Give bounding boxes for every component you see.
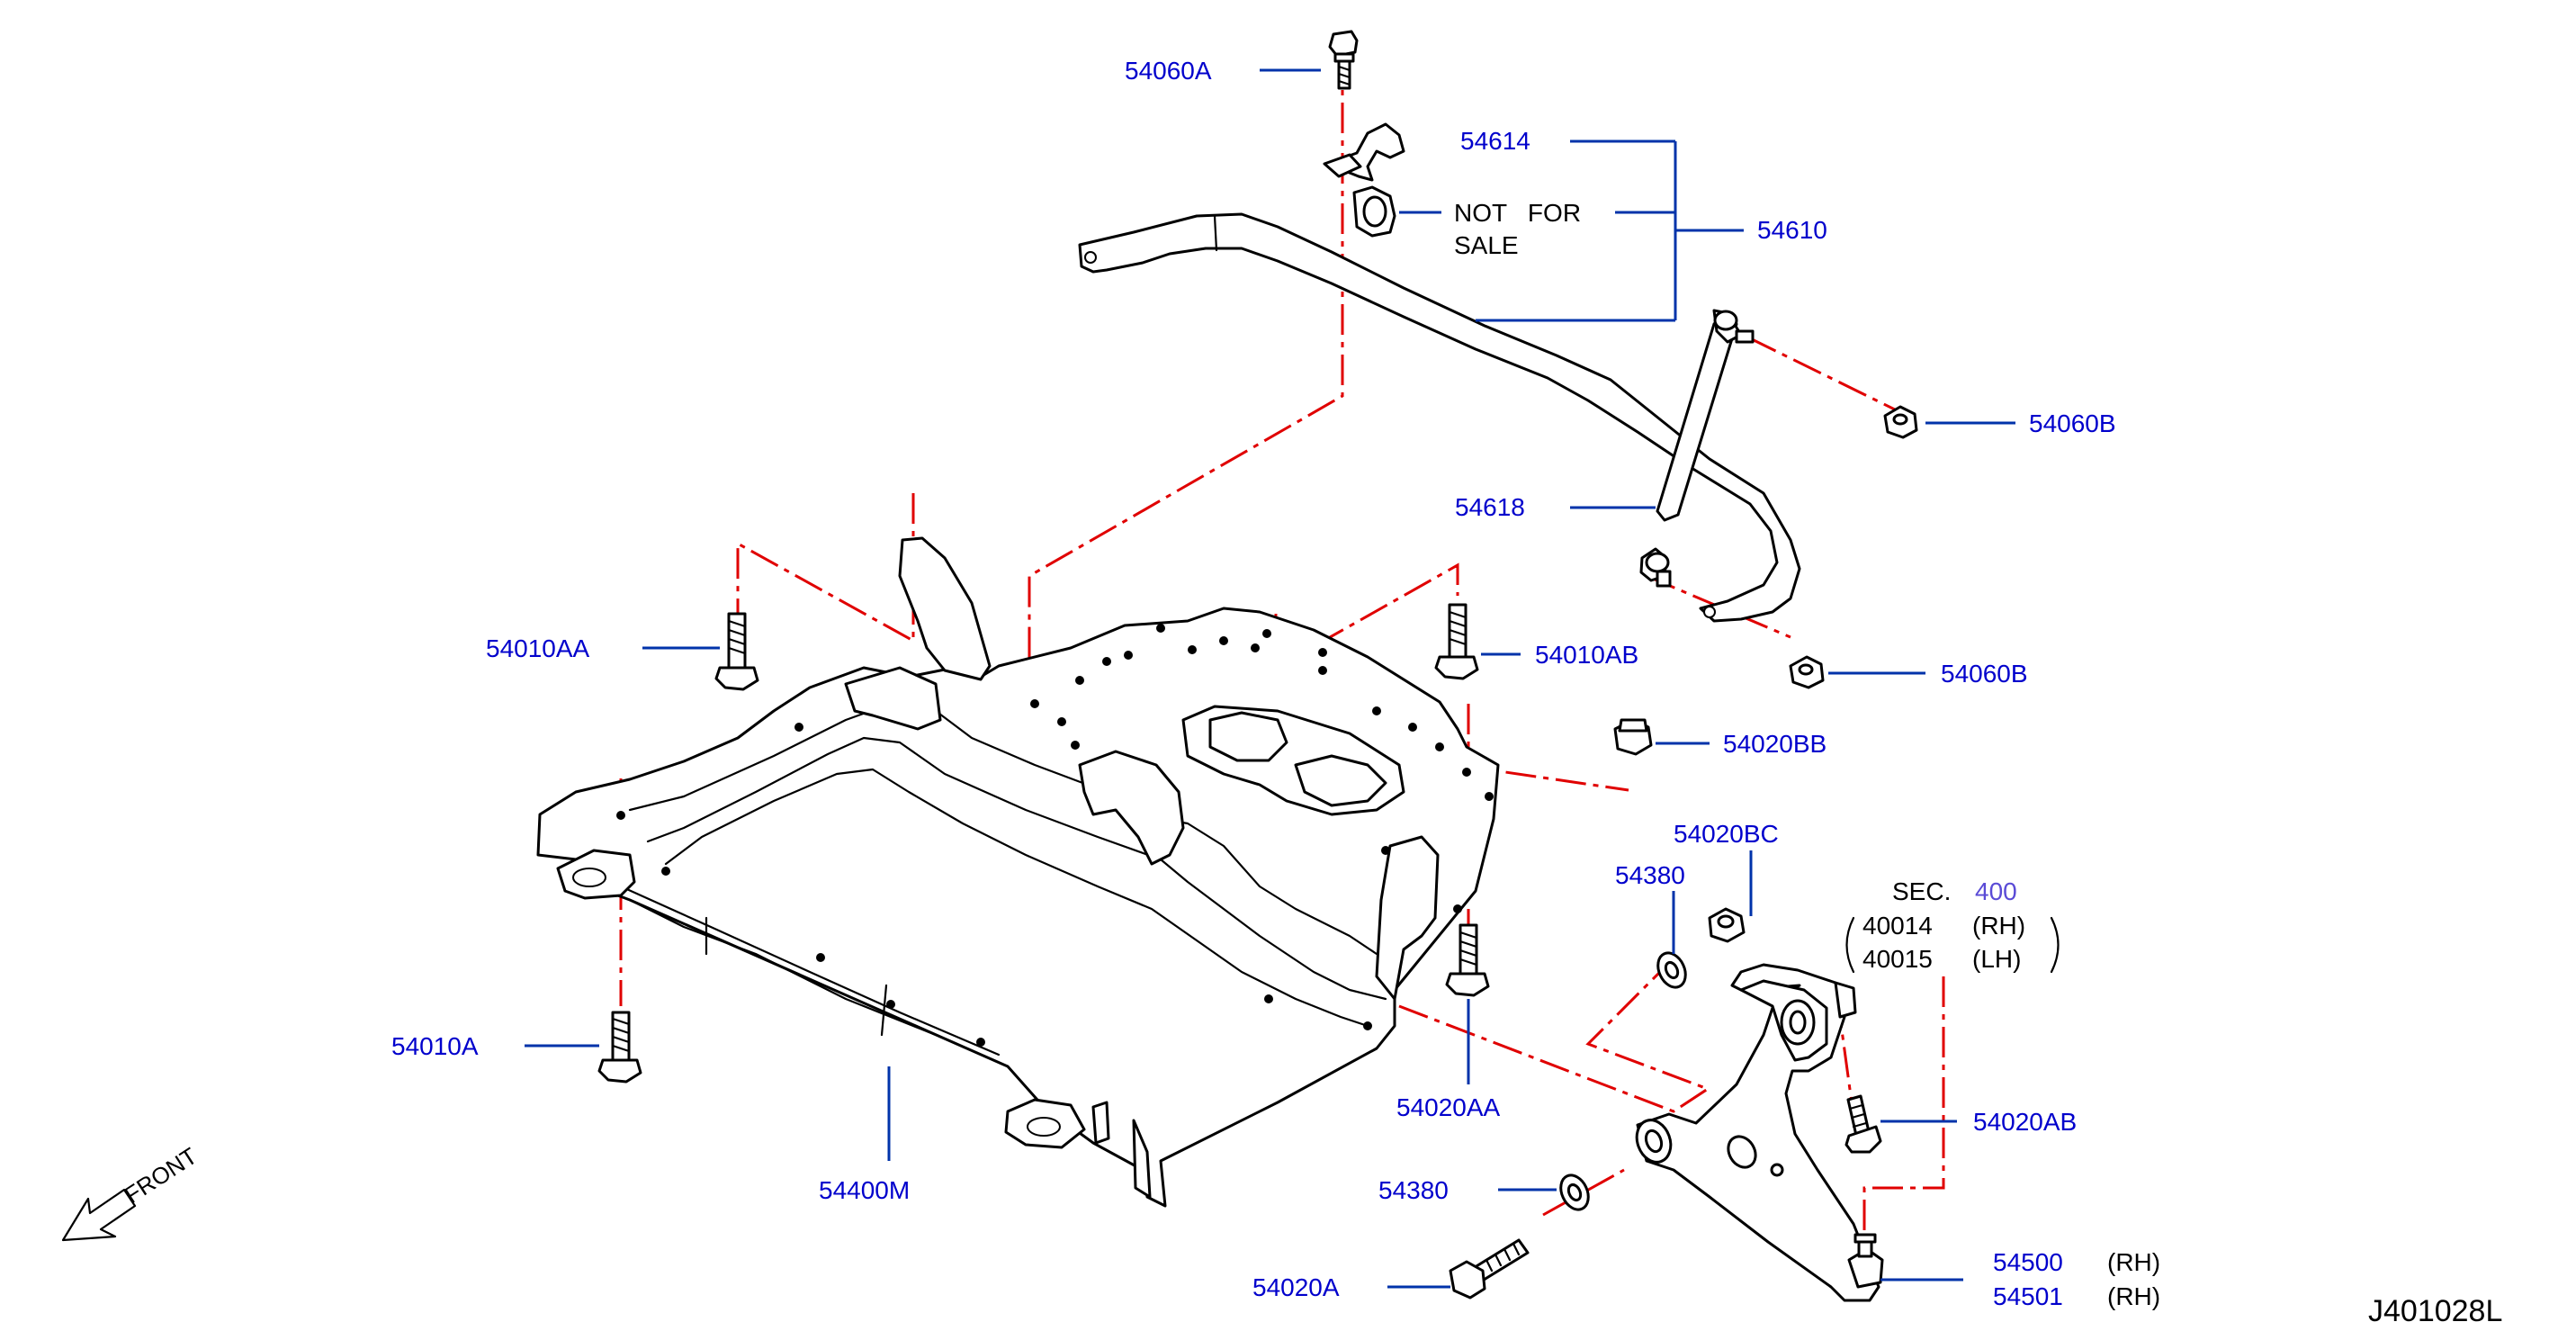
label-54020aa[interactable]: 54020AA [1396, 1093, 1501, 1121]
sec-item-1-side: (RH) [1972, 912, 2025, 940]
sec-item-2-side: (LH) [1972, 945, 2021, 973]
front-arrow-icon [61, 1188, 137, 1242]
note-line-1: NOT FOR [1454, 199, 1581, 227]
nut-54020bb[interactable] [1613, 718, 1653, 756]
not-for-sale-note: NOT FOR SALE [1454, 199, 1581, 259]
label-54501[interactable]: 54501 [1993, 1282, 2063, 1310]
label-54618[interactable]: 54618 [1455, 493, 1525, 521]
front-label: FRONT [120, 1142, 202, 1209]
bolt-54020ab[interactable] [1844, 1094, 1882, 1154]
sec-item-2-part: 40015 [1862, 945, 1933, 973]
label-54610[interactable]: 54610 [1757, 216, 1827, 244]
stabilizer-bar[interactable] [1078, 212, 1801, 623]
washer-54380-lower[interactable] [1556, 1171, 1593, 1214]
label-54020ab[interactable]: 54020AB [1973, 1108, 2077, 1136]
nut-54060b-lower[interactable] [1789, 655, 1825, 689]
drawing-id: J401028L [2368, 1294, 2502, 1328]
label-54500[interactable]: 54500 [1993, 1248, 2063, 1276]
nut-54060b-upper[interactable] [1883, 405, 1918, 439]
label-54400m[interactable]: 54400M [819, 1176, 910, 1204]
washer-54380-upper[interactable] [1653, 949, 1691, 992]
nut-54020bc[interactable] [1708, 907, 1746, 943]
stabilizer-bushing[interactable] [1352, 185, 1396, 238]
label-54500-side: (RH) [2107, 1248, 2160, 1276]
leader-lines [525, 68, 2015, 1289]
label-54010a[interactable]: 54010A [391, 1032, 479, 1060]
sec-bracket-left [1845, 916, 1855, 974]
bolt-54020aa[interactable] [1445, 923, 1490, 997]
label-54060b-lower[interactable]: 54060B [1941, 660, 2028, 688]
label-54010aa[interactable]: 54010AA [486, 634, 590, 662]
sec-item-1-part: 40014 [1862, 912, 1933, 940]
transverse-link[interactable] [1631, 963, 1884, 1302]
bolt-54010ab[interactable] [1434, 603, 1479, 680]
front-indicator: FRONT [61, 1142, 202, 1242]
label-54020bb[interactable]: 54020BB [1723, 730, 1827, 758]
bolt-54020a[interactable] [1449, 1238, 1530, 1300]
sec-bracket-right [2050, 916, 2060, 974]
label-54060b-upper[interactable]: 54060B [2029, 409, 2116, 437]
label-54380-lower[interactable]: 54380 [1378, 1176, 1449, 1204]
sec-prefix: SEC. [1892, 877, 1951, 905]
stabilizer-clamp[interactable] [1323, 122, 1405, 182]
label-54614[interactable]: 54614 [1460, 127, 1530, 155]
bolt-54010a[interactable] [597, 1011, 642, 1084]
label-54060a[interactable]: 54060A [1125, 57, 1212, 85]
label-54380-upper[interactable]: 54380 [1615, 861, 1685, 889]
label-54501-side: (RH) [2107, 1282, 2160, 1310]
stabilizer-link[interactable] [1639, 309, 1755, 588]
label-54020a[interactable]: 54020A [1252, 1273, 1340, 1301]
front-crossmember[interactable] [536, 536, 1500, 1208]
sec-number[interactable]: 400 [1975, 877, 2017, 905]
bolt-54010aa[interactable] [714, 612, 759, 691]
bolt-54060a[interactable] [1328, 30, 1359, 90]
label-54020bc[interactable]: 54020BC [1674, 820, 1779, 848]
label-54010ab[interactable]: 54010AB [1535, 641, 1638, 669]
part-labels: 54060A 54614 54610 54060B 54618 54060B 5… [391, 57, 2160, 1310]
note-line-2: SALE [1454, 231, 1519, 259]
section-reference: SEC. 400 40014 (RH) 40015 (LH) [1845, 877, 2060, 974]
